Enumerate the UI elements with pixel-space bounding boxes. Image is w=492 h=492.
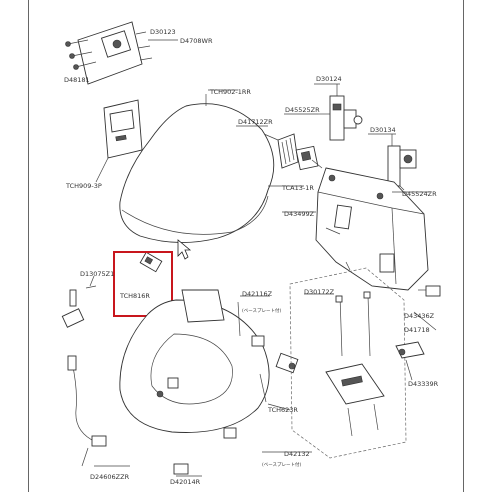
toilet-lid-part	[119, 94, 275, 243]
cursor-arrow-icon	[177, 239, 192, 260]
clip-part	[395, 341, 425, 359]
label-tch902-1rr: TCH902-1RR	[209, 88, 251, 96]
label-d43339r: D43339R	[408, 380, 439, 388]
supply-cable-part	[67, 355, 107, 467]
label-d30134: D30134	[370, 126, 396, 134]
highlight-box[interactable]	[113, 251, 173, 317]
remote-control-part	[95, 99, 143, 183]
label-tch909-3p: TCH909-3P	[65, 182, 102, 190]
hinge-bracket-right-part	[387, 134, 417, 191]
label-tch816r: TCH816R	[119, 292, 150, 300]
label-d24606zzr: D24606ZZR	[90, 473, 130, 481]
hinge-bracket-left-part	[318, 84, 363, 141]
label-tca13-1r: TCA13-1R	[281, 184, 314, 192]
label-d42116z-sub: (ベースプレート付)	[242, 307, 282, 314]
label-d42132: D42132	[284, 450, 310, 458]
main-unit-part	[315, 167, 429, 291]
tch816r-part	[139, 251, 163, 273]
label-d43436z: D43436Z	[404, 312, 435, 320]
small-fitting-part	[418, 285, 441, 297]
label-d41718: D41718	[404, 326, 430, 334]
label-d13075z1: D13075Z1	[80, 270, 114, 278]
label-d42132-sub: (ベースプレート付)	[262, 461, 302, 468]
toilet-seat-part	[119, 289, 270, 475]
label-tch623r: TCH623R	[267, 406, 298, 414]
label-d45524zr: D45524ZR	[402, 190, 437, 198]
base-plate-assembly	[289, 267, 407, 459]
label-d42014r: D42014R	[170, 478, 201, 486]
vent-grille-part	[263, 133, 299, 169]
label-d30172z: D30172Z	[304, 288, 335, 296]
label-d30123: D30123	[150, 28, 176, 36]
mounting-plate-part	[65, 21, 178, 85]
label-d48181: D48181	[64, 76, 90, 84]
label-d42116z: D42116Z	[242, 290, 273, 298]
diagram-frame	[28, 0, 464, 492]
label-d30124: D30124	[316, 75, 342, 83]
label-d45525zr: D45525ZR	[285, 106, 320, 114]
nozzle-hose-part	[61, 285, 97, 328]
leader-lines	[89, 83, 437, 477]
label-d4708wr: D4708WR	[180, 37, 213, 45]
label-d41712zr: D41712ZR	[238, 118, 273, 126]
label-d43499z: D43499Z	[284, 210, 315, 218]
side-connector-part	[275, 352, 299, 374]
connector-part	[295, 145, 323, 171]
